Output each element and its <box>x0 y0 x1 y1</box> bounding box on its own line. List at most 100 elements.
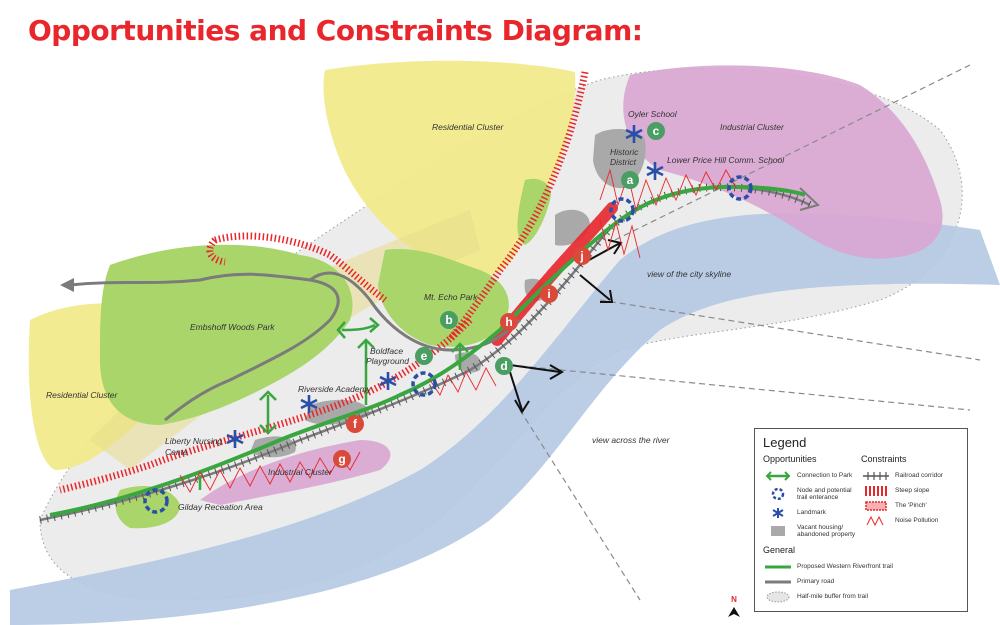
steep-slope-icon <box>865 485 887 496</box>
legend-pinch: The 'Pinch' <box>861 498 959 513</box>
legend-landmark-label: Landmark <box>797 509 826 516</box>
vacant-icon <box>771 526 785 536</box>
label-residential-left: Residential Cluster <box>46 390 119 400</box>
badge-d[interactable]: d <box>495 357 513 375</box>
legend-connection: Connection to Park <box>763 468 861 483</box>
connection-icon <box>765 470 791 481</box>
proposed-western-riverfront-trail <box>49 184 806 517</box>
svg-text:a: a <box>627 173 634 187</box>
svg-text:b: b <box>445 313 452 327</box>
legend-opportunities-heading: Opportunities <box>763 454 817 464</box>
legend-landmark: Landmark <box>763 505 861 520</box>
legend-constraints: Constraints Railroad corridor Steep slop… <box>861 454 959 542</box>
mt-echo-park <box>378 249 509 347</box>
badge-a[interactable]: a <box>621 171 639 189</box>
svg-text:f: f <box>353 417 358 431</box>
legend-opportunities: Opportunities Connection to Park Node an… <box>763 454 861 542</box>
trail-nodes <box>143 175 753 514</box>
legend-node-label-1: Node and potential <box>797 487 852 494</box>
node-east <box>727 175 753 201</box>
legend-steep: Steep slope <box>861 483 959 498</box>
legend: Legend Opportunities Connection to Park … <box>754 428 968 612</box>
landmark-riverside <box>300 395 318 413</box>
svg-text:e: e <box>421 349 428 363</box>
label-liberty-1: Liberty Nursing <box>165 436 222 446</box>
legend-road-label: Primary road <box>797 578 835 585</box>
legend-pinch-label: The 'Pinch' <box>895 502 927 509</box>
svg-text:d: d <box>500 359 507 373</box>
label-lower-price-hill: Lower Price Hill Comm. School <box>667 155 785 165</box>
north-arrow: N <box>728 596 740 622</box>
badge-j[interactable]: j <box>573 247 591 265</box>
label-historic-2: District <box>610 157 637 167</box>
svg-text:h: h <box>505 315 512 329</box>
label-riverside-academy: Riverside Academy <box>298 384 372 394</box>
legend-steep-label: Steep slope <box>895 487 930 494</box>
page-title: Opportunities and Constraints Diagram: <box>28 14 643 47</box>
legend-railroad: Railroad corridor <box>861 468 959 483</box>
label-industrial-bottom: Industrial Cluster <box>268 467 333 477</box>
svg-text:g: g <box>338 452 345 466</box>
legend-constraints-heading: Constraints <box>861 454 907 464</box>
landmark-icon <box>772 507 784 518</box>
label-boldface-2: Playground <box>366 356 409 366</box>
residential-cluster-top <box>323 60 576 275</box>
svg-text:i: i <box>547 287 550 301</box>
svg-text:c: c <box>653 124 660 138</box>
noise-pollution <box>179 168 737 493</box>
north-arrow-icon <box>728 607 740 617</box>
pinch-icon <box>865 500 887 511</box>
badges[interactable]: a b c d e f g h i j <box>333 122 665 468</box>
svg-text:j: j <box>579 249 583 263</box>
landmark-boldface <box>379 372 397 390</box>
legend-buffer: Half-mile buffer from trail <box>763 589 959 604</box>
opportunities-constraints-map[interactable]: Residential Cluster Residential Cluster … <box>0 50 1000 625</box>
badge-h[interactable]: h <box>500 313 518 331</box>
road-arrow <box>60 278 74 292</box>
label-oyler-school: Oyler School <box>628 109 678 119</box>
landmark-liberty <box>226 430 244 448</box>
label-gilday: Gilday Receation Area <box>178 502 263 512</box>
view-arrows <box>509 239 623 414</box>
label-historic-1: Historic <box>610 147 639 157</box>
badge-g[interactable]: g <box>333 450 351 468</box>
label-boldface-1: Boldface <box>370 346 403 356</box>
node-riverside <box>411 371 437 397</box>
vacant-property-5 <box>250 436 296 458</box>
node-icon <box>771 488 785 500</box>
label-view-river: view across the river <box>592 435 671 445</box>
landmark-oyler <box>625 125 643 143</box>
legend-vacant: Vacant housing/abandoned property <box>763 520 861 542</box>
legend-noise: Noise Pollution <box>861 513 959 528</box>
steep-slope-lines <box>59 71 589 494</box>
trail-arrow <box>799 187 820 211</box>
legend-general-heading: General <box>763 545 796 555</box>
legend-railroad-label: Railroad corridor <box>895 472 944 479</box>
label-mt-echo-park: Mt. Echo Park <box>424 292 478 302</box>
badge-e[interactable]: e <box>415 347 433 365</box>
embshoff-woods-park <box>100 244 353 425</box>
industrial-cluster-top <box>623 65 943 259</box>
badge-b[interactable]: b <box>440 311 458 329</box>
legend-vacant-label-1: Vacant housing/ <box>797 524 844 531</box>
landmark-lower-price <box>646 162 664 180</box>
legend-noise-label: Noise Pollution <box>895 517 939 524</box>
badge-c[interactable]: c <box>647 122 665 140</box>
label-embshoff-woods: Embshoff Woods Park <box>190 322 275 332</box>
north-label: N <box>731 595 737 604</box>
badge-i[interactable]: i <box>540 285 558 303</box>
view-lines <box>509 64 981 601</box>
node-gilday <box>143 488 169 514</box>
label-liberty-2: Cente <box>165 447 188 457</box>
label-view-skyline: view of the city skyline <box>647 269 731 279</box>
badge-f[interactable]: f <box>346 415 364 433</box>
node-a <box>609 197 635 223</box>
legend-vacant-label-2: abandoned property <box>797 531 856 538</box>
label-industrial-top: Industrial Cluster <box>720 122 785 132</box>
landmark-stars <box>226 125 664 448</box>
road-icon <box>765 580 791 583</box>
railroad-icon <box>863 471 889 480</box>
legend-trail: Proposed Western Riverfront trail <box>763 559 959 574</box>
legend-node-label-2: trail enterance <box>797 494 839 501</box>
